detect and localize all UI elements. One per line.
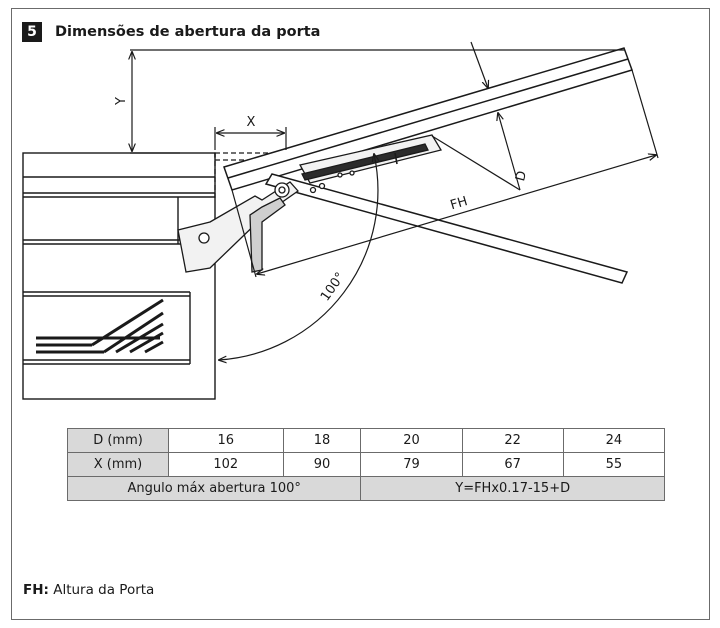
table-cell: 22 — [461, 428, 564, 453]
dimension-x — [214, 127, 287, 150]
label-d: D — [513, 169, 530, 183]
legend-key: FH: — [23, 582, 49, 598]
row-label: X (mm) — [67, 452, 169, 477]
label-angle: 100° — [318, 270, 348, 304]
table-cell: 67 — [461, 452, 564, 477]
dimensions-table: D (mm) 16 18 20 22 24 X (mm) 102 90 79 6… — [66, 428, 666, 501]
table-cell: 55 — [562, 452, 666, 477]
opening-angle-arc — [219, 154, 378, 360]
label-x: X — [247, 115, 256, 130]
table-cell: 16 — [168, 428, 284, 453]
table-row-d: D (mm) 16 18 20 22 24 — [67, 428, 666, 453]
cabinet — [22, 152, 216, 400]
drawer-hatching — [36, 298, 164, 354]
label-fh: FH — [449, 194, 470, 213]
table-cell: 18 — [282, 428, 362, 453]
figure-frame — [11, 8, 710, 620]
stay-arm — [264, 173, 629, 284]
max-angle-note: Angulo máx abertura 100° — [66, 476, 362, 501]
section-header: 5 Dimensões de abertura da porta — [22, 22, 320, 42]
label-y: Y — [114, 97, 129, 106]
row-label: D (mm) — [67, 428, 169, 453]
table-row-notes: Angulo máx abertura 100° Y=FHx0.17-15+D — [66, 476, 665, 501]
table-cell: 20 — [360, 428, 463, 453]
section-title: Dimensões de abertura da porta — [55, 24, 321, 40]
table-row-x: X (mm) 102 90 79 67 55 — [67, 452, 666, 477]
table-cell: 79 — [360, 452, 463, 477]
legend-text: Altura da Porta — [48, 582, 155, 598]
step-number-badge: 5 — [22, 22, 42, 42]
legend: FH: Altura da Porta — [23, 582, 154, 598]
table-cell: 102 — [168, 452, 284, 477]
table-cell: 24 — [562, 428, 666, 453]
open-door-panel — [223, 47, 633, 191]
table-cell: 90 — [282, 452, 362, 477]
dimension-y — [130, 49, 625, 154]
formula-note: Y=FHx0.17-15+D — [360, 476, 665, 501]
